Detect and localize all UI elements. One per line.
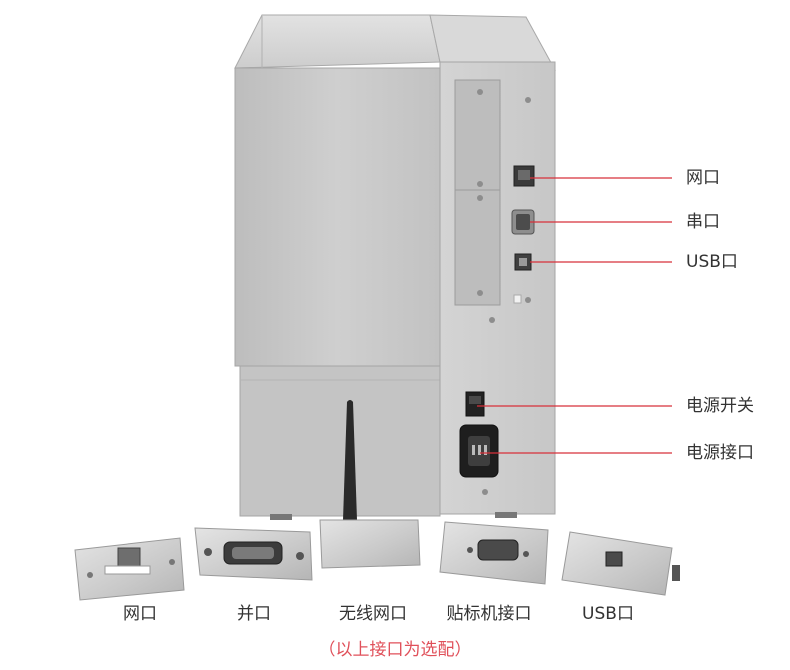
module-usb-icon: [561, 531, 680, 596]
antenna-icon: [343, 400, 357, 520]
callout-lines: [477, 177, 672, 454]
module-label-applicator: 贴标机接口: [446, 604, 532, 624]
callout-label-usb: USB口: [686, 252, 738, 272]
module-network-icon: [74, 537, 185, 601]
callout-label-power-socket: 电源接口: [686, 443, 754, 463]
power-socket-icon: [459, 424, 499, 478]
module-parallel-icon: [194, 527, 313, 581]
module-wireless-icon: [319, 519, 421, 569]
module-label-wireless: 无线网口: [339, 604, 407, 624]
module-label-parallel: 并口: [237, 604, 271, 624]
optional-note: （以上接口为选配）: [318, 640, 472, 660]
module-applicator-icon: [439, 521, 549, 585]
callout-label-serial: 串口: [686, 212, 720, 232]
usb-port-icon: [514, 253, 532, 271]
callout-label-network: 网口: [686, 168, 720, 188]
module-label-network: 网口: [123, 604, 157, 624]
rj45-port-icon: [513, 165, 535, 187]
power-switch-icon: [465, 391, 485, 417]
serial-port-icon: [511, 209, 535, 235]
printer-body: [234, 14, 556, 520]
callout-label-power-switch: 电源开关: [686, 396, 754, 416]
module-label-usb: USB口: [582, 604, 634, 624]
